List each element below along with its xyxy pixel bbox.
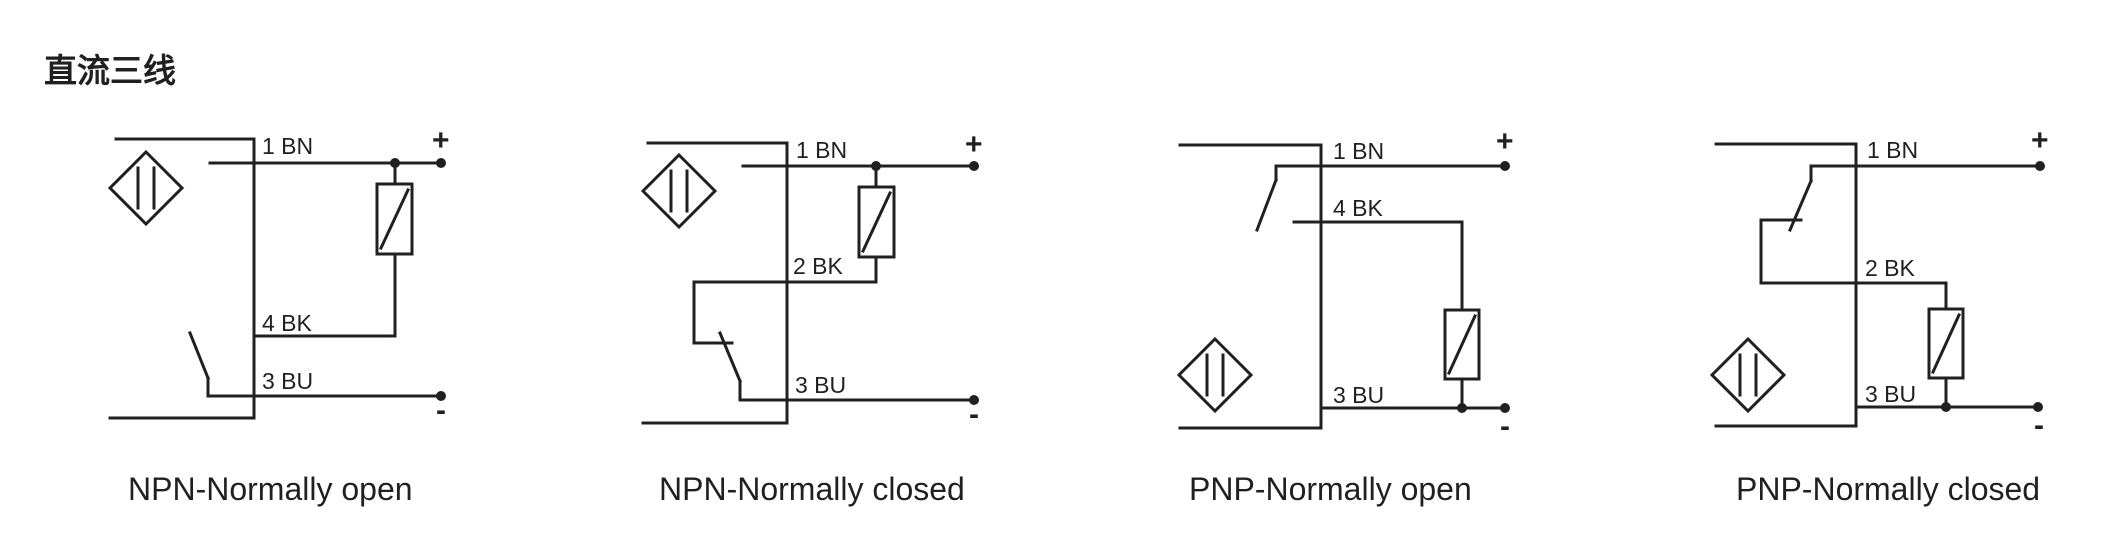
terminal-positive bbox=[436, 158, 446, 168]
wire-label-3: 3 BU bbox=[1865, 381, 1916, 407]
junction-dot bbox=[390, 158, 400, 168]
wire-label-3: 3 BU bbox=[262, 368, 313, 394]
wire-label-1: 1 BN bbox=[796, 137, 847, 163]
junction-dot bbox=[871, 161, 881, 171]
output-switch bbox=[1759, 164, 2042, 311]
diagram-pnp-normally-open: 1 BN 4 BK 3 BU + - PNP-Normally open bbox=[1176, 125, 1514, 507]
terminal-negative bbox=[969, 395, 979, 405]
wire-label-1: 1 BN bbox=[1867, 137, 1918, 163]
diagram-caption: PNP-Normally closed bbox=[1736, 471, 2040, 507]
terminal-negative bbox=[2033, 402, 2043, 412]
sensor-housing bbox=[1714, 142, 1858, 428]
wire-label-2: 4 BK bbox=[262, 310, 313, 336]
negative-sign: - bbox=[2034, 409, 2044, 442]
page-title: 直流三线 bbox=[44, 51, 176, 90]
diagram-npn-normally-closed: 1 BN 2 BK 3 BU + - NPN-Normally closed bbox=[640, 128, 983, 507]
junction-dot bbox=[1457, 403, 1467, 413]
output-switch bbox=[718, 331, 976, 402]
negative-sign: - bbox=[969, 398, 979, 431]
positive-sign: + bbox=[1496, 125, 1514, 158]
sensor-symbol-icon bbox=[107, 149, 185, 227]
wire-label-1: 1 BN bbox=[262, 133, 313, 159]
wire-label-2: 2 BK bbox=[1865, 255, 1916, 281]
sensor-symbol-icon bbox=[1709, 336, 1787, 414]
diagram-caption: NPN-Normally open bbox=[128, 471, 413, 507]
positive-sign: + bbox=[432, 124, 450, 157]
terminal-positive bbox=[969, 161, 979, 171]
sensor-housing bbox=[108, 137, 256, 420]
load-resistor bbox=[375, 161, 414, 338]
junction-dot bbox=[1941, 402, 1951, 412]
wire-4bk bbox=[1292, 220, 1464, 312]
diagram-caption: NPN-Normally closed bbox=[659, 471, 965, 507]
diagram-caption: PNP-Normally open bbox=[1189, 471, 1472, 507]
wire-label-1: 1 BN bbox=[1333, 138, 1384, 164]
sensor-symbol-icon bbox=[640, 152, 718, 230]
negative-sign: - bbox=[436, 394, 446, 427]
sensor-symbol-icon bbox=[1176, 336, 1254, 414]
output-switch bbox=[188, 331, 443, 398]
load-resistor bbox=[1927, 307, 1965, 409]
wire-label-3: 3 BU bbox=[1333, 382, 1384, 408]
wire-label-3: 3 BU bbox=[795, 372, 846, 398]
diagram-pnp-normally-closed: 1 BN 2 BK 3 BU + - PNP-Normally closed bbox=[1709, 124, 2049, 507]
output-switch bbox=[1255, 164, 1507, 232]
positive-sign: + bbox=[2031, 124, 2049, 157]
positive-sign: + bbox=[965, 128, 983, 161]
sensor-housing bbox=[1178, 143, 1323, 430]
terminal-negative bbox=[436, 391, 446, 401]
negative-sign: - bbox=[1500, 410, 1510, 443]
terminal-positive bbox=[2035, 161, 2045, 171]
diagram-npn-normally-open: 1 BN 4 BK 3 BU + - NPN-Normally open bbox=[107, 124, 450, 507]
terminal-positive bbox=[1500, 161, 1510, 171]
wire-label-2: 4 BK bbox=[1333, 195, 1384, 221]
wire-label-2: 2 BK bbox=[793, 253, 844, 279]
terminal-negative bbox=[1500, 403, 1510, 413]
load-resistor bbox=[1443, 308, 1481, 410]
